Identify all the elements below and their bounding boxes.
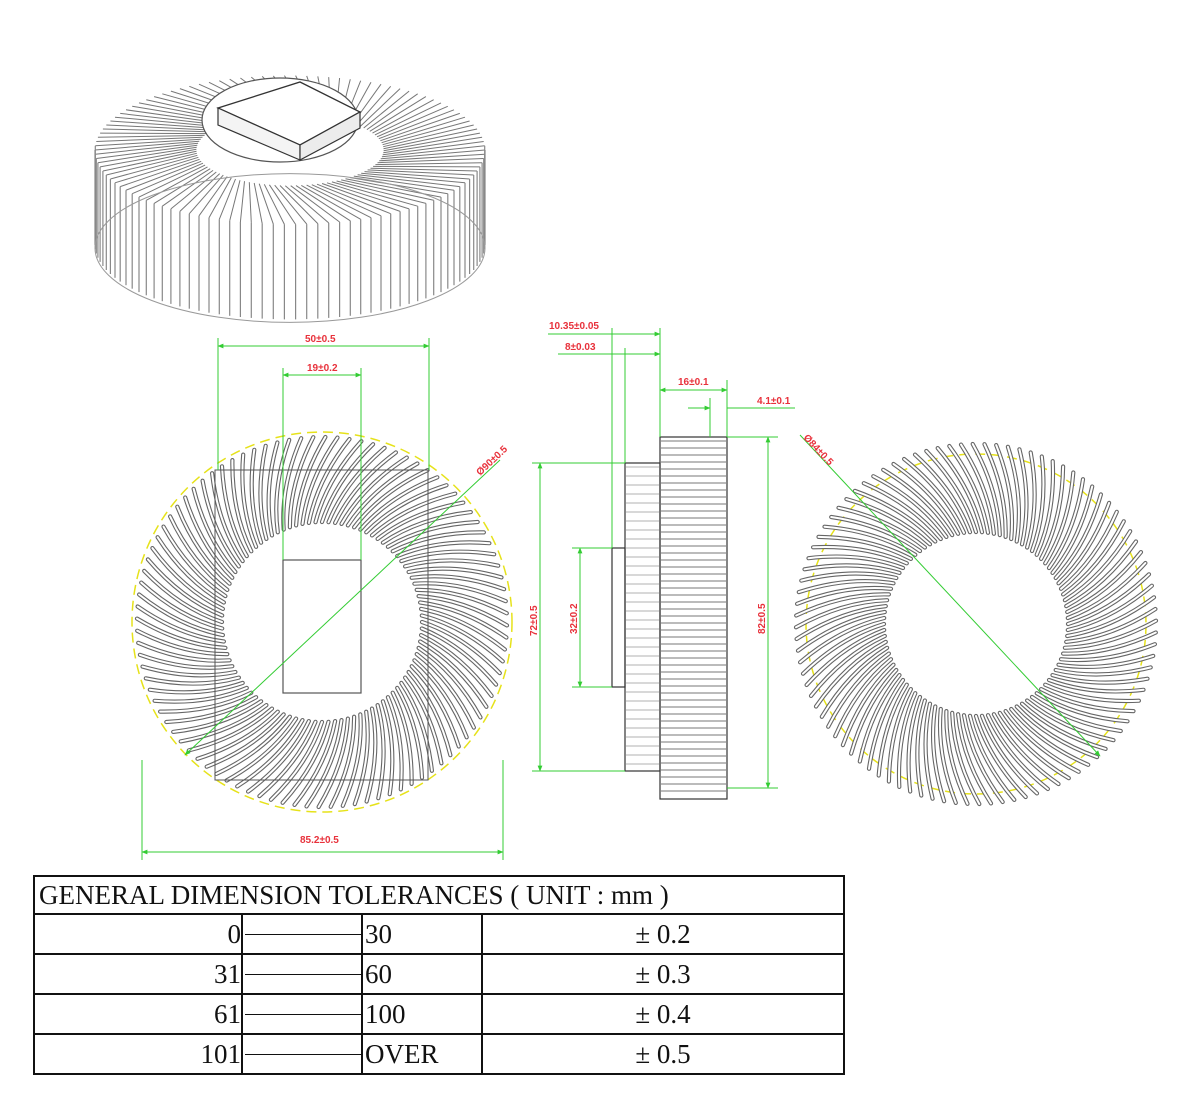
dim-width-85-2: 85.2±0.5	[300, 835, 339, 846]
back-view: Ø84±0.5	[793, 433, 1159, 807]
tolerance-table: GENERAL DIMENSION TOLERANCES ( UNIT : mm…	[33, 875, 845, 1075]
dim-height-32: 32±0.2	[569, 603, 580, 634]
side-dimension-lines	[532, 328, 795, 789]
range-to: 30	[361, 913, 483, 955]
dim-thickness-8: 8±0.03	[565, 342, 596, 353]
range-connector	[241, 993, 363, 1035]
range-connector	[241, 913, 363, 955]
range-from: 31	[33, 953, 243, 995]
back-diameter-line	[799, 434, 1101, 757]
dim-thickness-4-1: 4.1±0.1	[757, 396, 791, 407]
side-outline	[611, 436, 728, 800]
table-row: 101 OVER ± 0.5	[33, 1033, 845, 1075]
dim-diameter-90: Ø90±0.5	[475, 444, 511, 478]
tolerance-value: ± 0.2	[481, 913, 845, 955]
dim-diameter-84: Ø84±0.5	[801, 433, 835, 469]
range-to: 100	[361, 993, 483, 1035]
dim-width-50: 50±0.5	[305, 334, 336, 345]
table-title: GENERAL DIMENSION TOLERANCES ( UNIT : mm…	[33, 875, 845, 915]
tolerance-value: ± 0.3	[481, 953, 845, 995]
range-to: OVER	[361, 1033, 483, 1075]
tolerance-value: ± 0.4	[481, 993, 845, 1035]
dim-width-19: 19±0.2	[307, 363, 338, 374]
dim-thickness-16: 16±0.1	[678, 377, 709, 388]
dim-height-82: 82±0.5	[757, 603, 768, 634]
range-to: 60	[361, 953, 483, 995]
isometric-heatsink-view	[94, 75, 486, 323]
side-view: 10.35±0.05 8±0.03 16±0.1 4.1±0.1 72±0.5 …	[529, 321, 795, 800]
center-pad	[282, 559, 362, 694]
front-fin-ring	[134, 434, 510, 810]
outer-diameter-circle	[131, 431, 513, 813]
range-from: 0	[33, 913, 243, 955]
side-fin-stack	[626, 440, 726, 792]
base-outline	[214, 469, 429, 781]
front-dimension-lines	[141, 338, 504, 860]
dim-height-72: 72±0.5	[529, 605, 540, 636]
table-row: 31 60 ± 0.3	[33, 953, 845, 995]
range-from: 61	[33, 993, 243, 1035]
table-row: 61 100 ± 0.4	[33, 993, 845, 1035]
table-row: 0 30 ± 0.2	[33, 913, 845, 955]
technical-drawing: 50±0.5 19±0.2 Ø90±0.5 85.2±0.5	[94, 75, 1159, 860]
range-connector	[241, 1033, 363, 1075]
front-view: 50±0.5 19±0.2 Ø90±0.5 85.2±0.5	[131, 334, 513, 860]
dim-thickness-10-35: 10.35±0.05	[549, 321, 599, 332]
range-from: 101	[33, 1033, 243, 1075]
tolerance-value: ± 0.5	[481, 1033, 845, 1075]
range-connector	[241, 953, 363, 995]
